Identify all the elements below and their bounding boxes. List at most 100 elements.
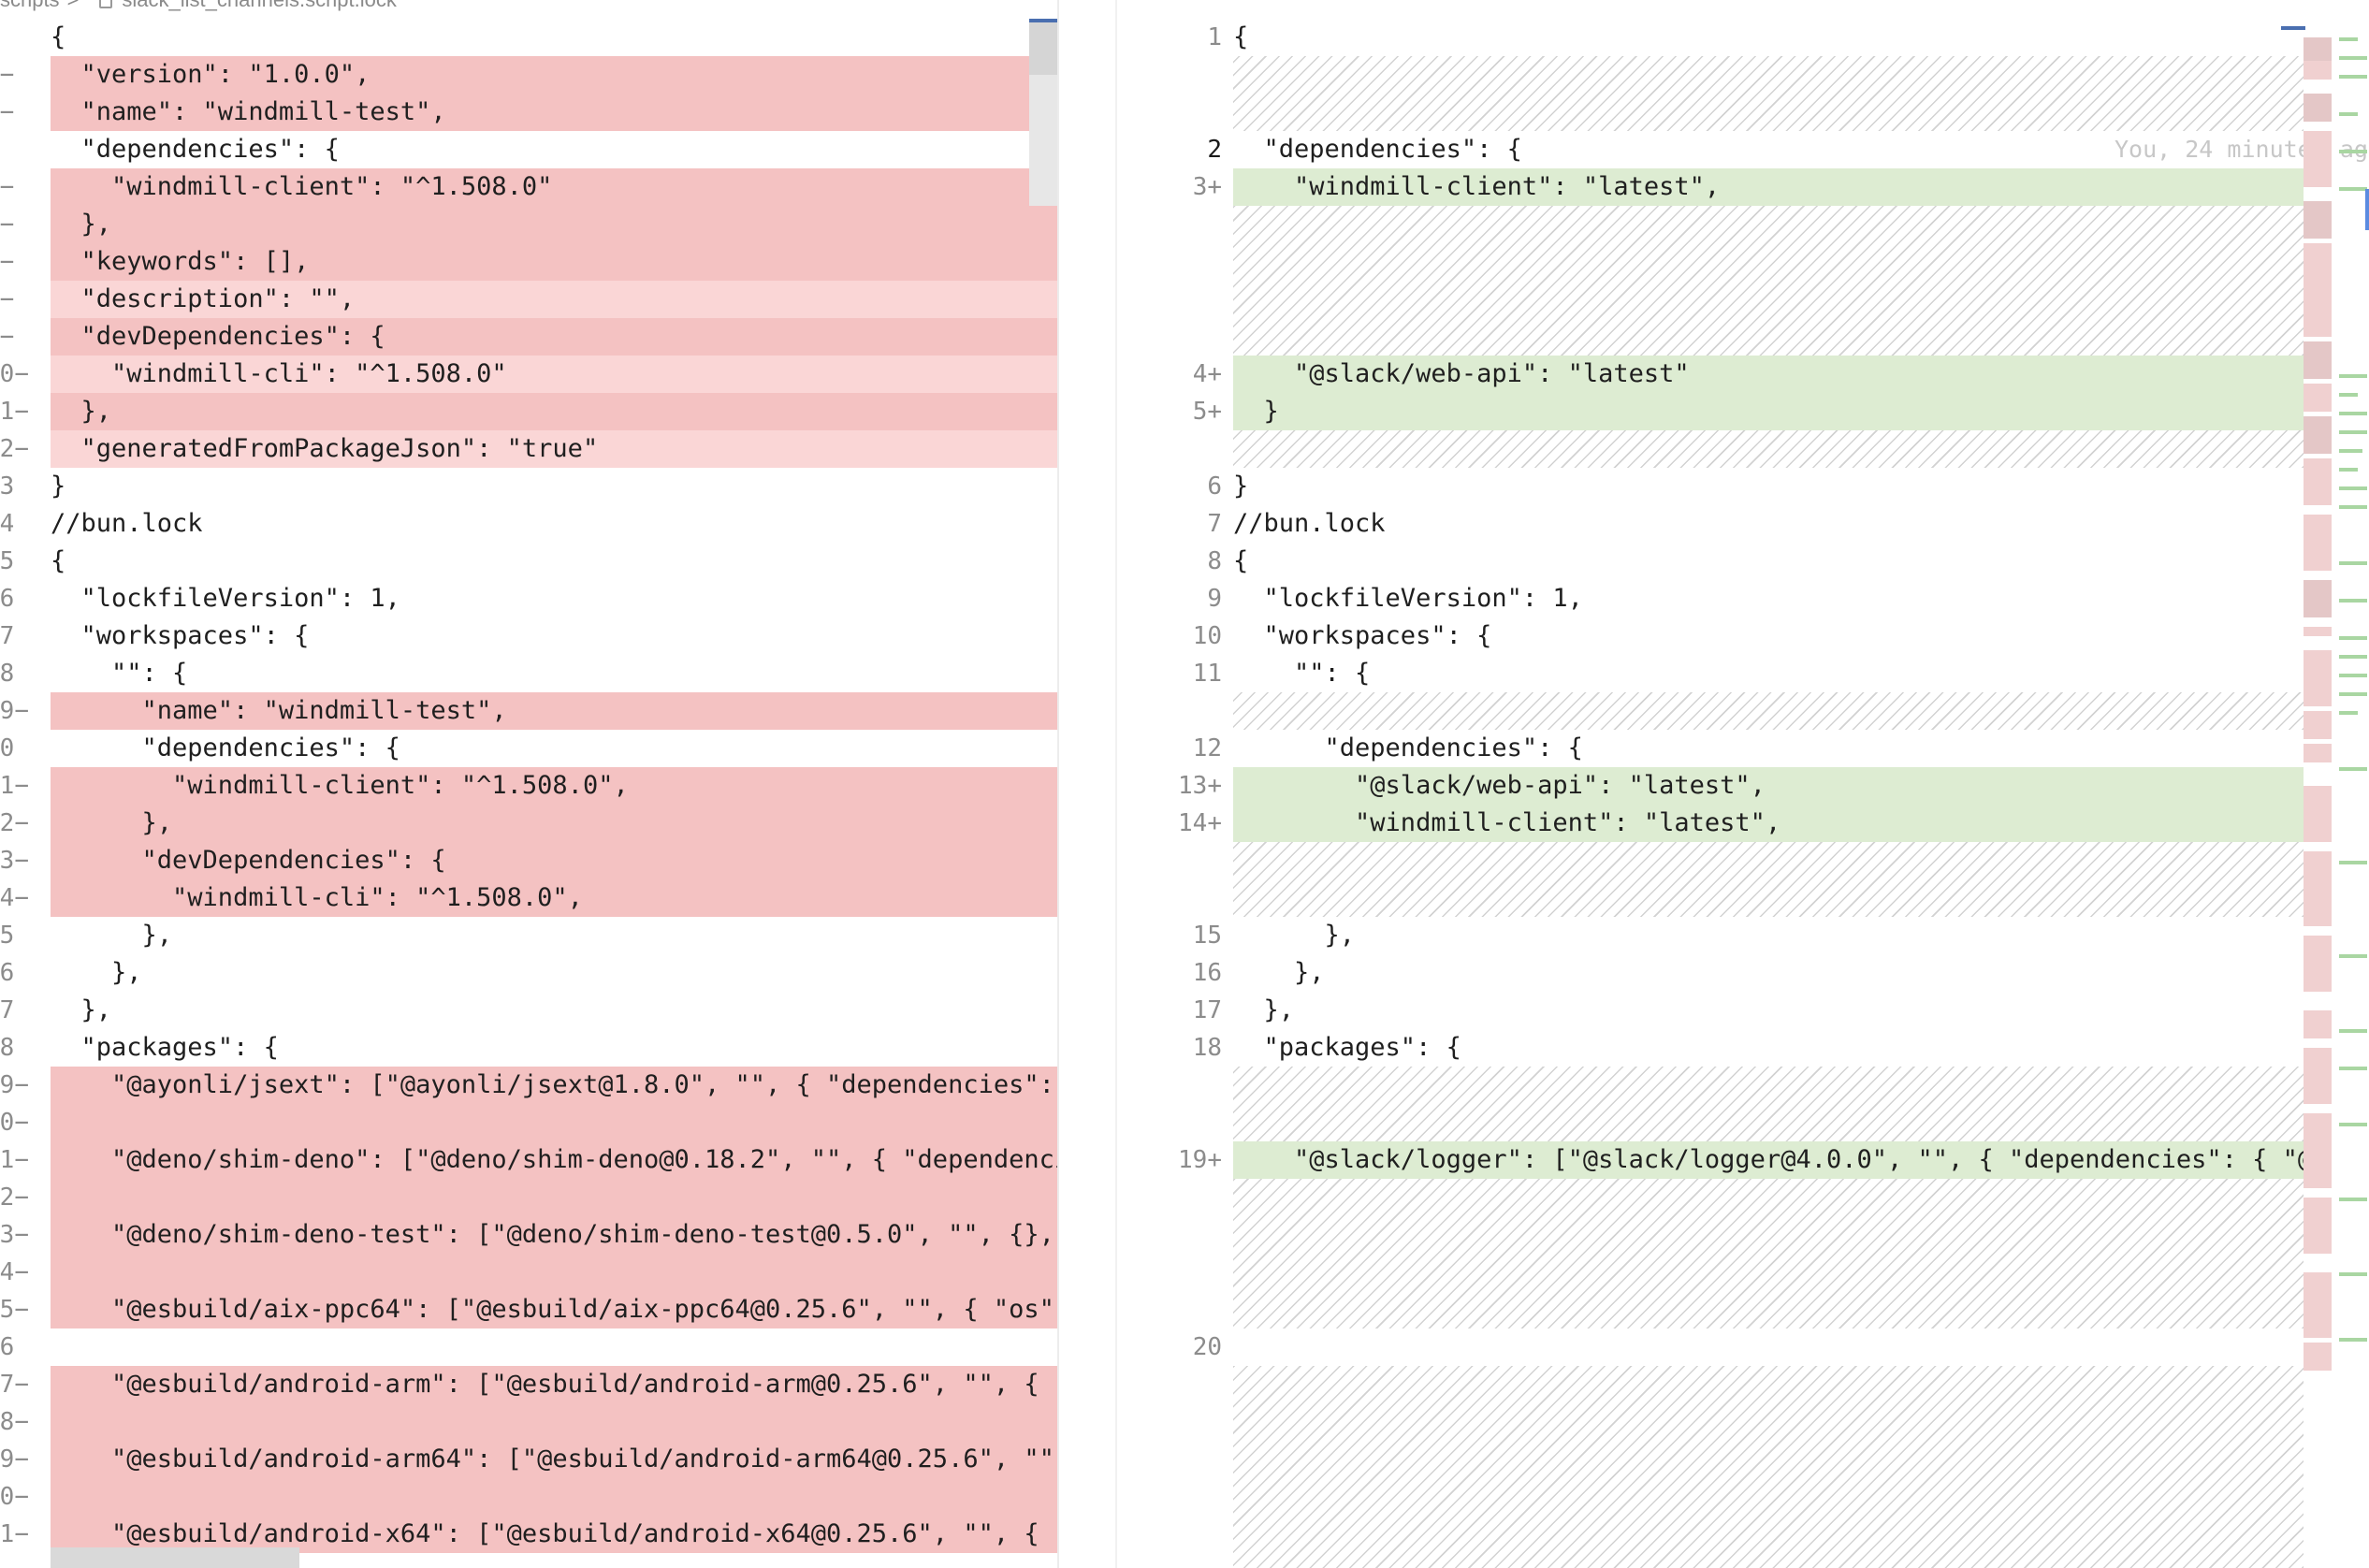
code-text[interactable]: { xyxy=(51,22,66,51)
code-line[interactable]: 2 "dependencies": {You, 24 minutes ago •… xyxy=(1119,131,2369,168)
code-line[interactable]: 39− "@esbuild/android-arm64": ["@esbuild… xyxy=(0,1441,1057,1478)
code-text[interactable]: }, xyxy=(1233,921,1356,950)
code-text[interactable]: }, xyxy=(1233,995,1295,1024)
diff-filler[interactable] xyxy=(1119,1179,2369,1328)
code-line[interactable]: 7//bun.lock xyxy=(1119,505,2369,543)
code-text[interactable]: "generatedFromPackageJson": "true" xyxy=(51,430,1057,468)
original-editor-pane[interactable]: 1{2− "version": "1.0.0",3− "name": "wind… xyxy=(0,0,1057,1568)
code-line[interactable]: 24− "windmill-cli": "^1.508.0", xyxy=(0,879,1057,917)
code-line[interactable]: 8− "description": "", xyxy=(0,281,1057,318)
code-text[interactable] xyxy=(51,1478,1057,1516)
code-text[interactable]: { xyxy=(1233,22,1249,51)
code-text[interactable]: "windmill-client": "^1.508.0" xyxy=(51,168,1057,206)
code-text[interactable]: "windmill-client": "latest", xyxy=(1233,805,2304,842)
code-line[interactable]: 27 }, xyxy=(0,992,1057,1029)
left-horizontal-scrollbar[interactable] xyxy=(51,1547,299,1568)
overview-ruler[interactable] xyxy=(2333,19,2369,1366)
code-text[interactable] xyxy=(1233,1328,2304,1366)
code-text[interactable]: "windmill-cli": "^1.508.0" xyxy=(51,356,1057,393)
code-line[interactable]: 28 "packages": { xyxy=(0,1029,1057,1067)
code-text[interactable] xyxy=(51,1179,1057,1216)
code-line[interactable]: 16 "lockfileVersion": 1, xyxy=(0,580,1057,617)
code-text[interactable]: "@slack/web-api": "latest" xyxy=(1233,356,2304,393)
modified-editor-pane[interactable]: 1{2 "dependencies": {You, 24 minutes ago… xyxy=(1119,0,2369,1568)
code-text[interactable]: "dependencies": { xyxy=(1233,733,1583,762)
code-text[interactable] xyxy=(51,1328,1057,1366)
code-line[interactable]: 8{ xyxy=(1119,543,2369,580)
code-text[interactable] xyxy=(1233,1067,2304,1141)
code-text[interactable] xyxy=(1233,1366,2304,1568)
code-line[interactable]: 7− "keywords": [], xyxy=(0,243,1057,281)
diff-filler[interactable] xyxy=(1119,842,2369,917)
code-text[interactable]: "devDependencies": { xyxy=(51,842,1057,879)
code-text[interactable]: "workspaces": { xyxy=(1233,621,1492,650)
diff-sash[interactable] xyxy=(1115,0,1117,1568)
code-text[interactable]: "": { xyxy=(1233,659,1371,688)
code-text[interactable]: "windmill-client": "^1.508.0", xyxy=(51,767,1057,805)
code-line[interactable]: 30− xyxy=(0,1104,1057,1141)
code-line[interactable]: 14+ "windmill-client": "latest", xyxy=(1119,805,2369,842)
code-text[interactable] xyxy=(51,1254,1057,1291)
code-text[interactable]: "@slack/logger": ["@slack/logger@4.0.0",… xyxy=(1233,1141,2304,1179)
diff-filler[interactable] xyxy=(1119,56,2369,131)
code-line[interactable]: 26 }, xyxy=(0,954,1057,992)
code-line[interactable]: 22− }, xyxy=(0,805,1057,842)
code-text[interactable]: }, xyxy=(51,958,142,987)
code-line[interactable]: 41− "@esbuild/android-x64": ["@esbuild/a… xyxy=(0,1516,1057,1553)
code-text[interactable]: "@slack/web-api": "latest", xyxy=(1233,767,2304,805)
code-line[interactable]: 33− "@deno/shim-deno-test": ["@deno/shim… xyxy=(0,1216,1057,1254)
code-line[interactable]: 4 "dependencies": { xyxy=(0,131,1057,168)
code-line[interactable]: 13} xyxy=(0,468,1057,505)
diff-filler[interactable] xyxy=(1119,1067,2369,1141)
code-line[interactable]: 31− "@deno/shim-deno": ["@deno/shim-deno… xyxy=(0,1141,1057,1179)
code-line[interactable]: 35− "@esbuild/aix-ppc64": ["@esbuild/aix… xyxy=(0,1291,1057,1328)
code-line[interactable]: 11 "": { xyxy=(1119,655,2369,692)
code-text[interactable]: "@esbuild/android-x64": ["@esbuild/andro… xyxy=(51,1516,1057,1553)
diff-filler[interactable] xyxy=(1119,430,2369,468)
code-text[interactable] xyxy=(51,1104,1057,1141)
code-line[interactable]: 16 }, xyxy=(1119,954,2369,992)
code-line[interactable]: 14//bun.lock xyxy=(0,505,1057,543)
code-text[interactable]: "packages": { xyxy=(1233,1033,1461,1062)
code-line[interactable]: 38− xyxy=(0,1403,1057,1441)
code-text[interactable]: }, xyxy=(51,805,1057,842)
code-text[interactable]: "name": "windmill-test", xyxy=(51,692,1057,730)
code-text[interactable]: "dependencies": { xyxy=(51,135,340,164)
code-text[interactable]: "version": "1.0.0", xyxy=(51,56,1057,94)
code-line[interactable]: 15{ xyxy=(0,543,1057,580)
code-text[interactable]: { xyxy=(51,546,66,575)
code-line[interactable]: 32− xyxy=(0,1179,1057,1216)
code-text[interactable]: "keywords": [], xyxy=(51,243,1057,281)
code-text[interactable]: "@deno/shim-deno": ["@deno/shim-deno@0.1… xyxy=(51,1141,1057,1179)
code-text[interactable]: "lockfileVersion": 1, xyxy=(1233,584,1583,613)
code-text[interactable]: "packages": { xyxy=(51,1033,279,1062)
code-line[interactable]: 18 "packages": { xyxy=(1119,1029,2369,1067)
code-line[interactable]: 23− "devDependencies": { xyxy=(0,842,1057,879)
code-line[interactable]: 3+ "windmill-client": "latest", xyxy=(1119,168,2369,206)
code-text[interactable]: "description": "", xyxy=(51,281,1057,318)
code-text[interactable]: "dependencies": { xyxy=(51,733,400,762)
code-line[interactable]: 4+ "@slack/web-api": "latest" xyxy=(1119,356,2369,393)
code-text[interactable]: { xyxy=(1233,546,1249,575)
code-text[interactable]: }, xyxy=(51,921,173,950)
diff-filler[interactable] xyxy=(1119,206,2369,356)
code-text[interactable]: }, xyxy=(1233,958,1325,987)
diff-filler[interactable] xyxy=(1119,692,2369,730)
breadcrumb-file[interactable]: slack_list_channels.script.lock xyxy=(122,0,396,11)
code-line[interactable]: 12− "generatedFromPackageJson": "true" xyxy=(0,430,1057,468)
code-text[interactable]: "": { xyxy=(51,659,188,688)
code-line[interactable]: 20 xyxy=(1119,1328,2369,1366)
code-line[interactable]: 12 "dependencies": { xyxy=(1119,730,2369,767)
code-line[interactable]: 3− "name": "windmill-test", xyxy=(0,94,1057,131)
code-text[interactable]: "@deno/shim-deno-test": ["@deno/shim-den… xyxy=(51,1216,1057,1254)
code-text[interactable]: }, xyxy=(51,995,112,1024)
left-scrollbar-thumb[interactable] xyxy=(1029,19,1057,75)
code-text[interactable]: "devDependencies": { xyxy=(51,318,1057,356)
code-line[interactable]: 1{ xyxy=(0,19,1057,56)
code-text[interactable]: "windmill-client": "latest", xyxy=(1233,168,2304,206)
code-line[interactable]: 18 "": { xyxy=(0,655,1057,692)
code-line[interactable]: 11− }, xyxy=(0,393,1057,430)
code-text[interactable]: } xyxy=(51,472,66,501)
code-text[interactable]: "@esbuild/android-arm": ["@esbuild/andro… xyxy=(51,1366,1057,1403)
code-text[interactable]: //bun.lock xyxy=(51,509,203,538)
